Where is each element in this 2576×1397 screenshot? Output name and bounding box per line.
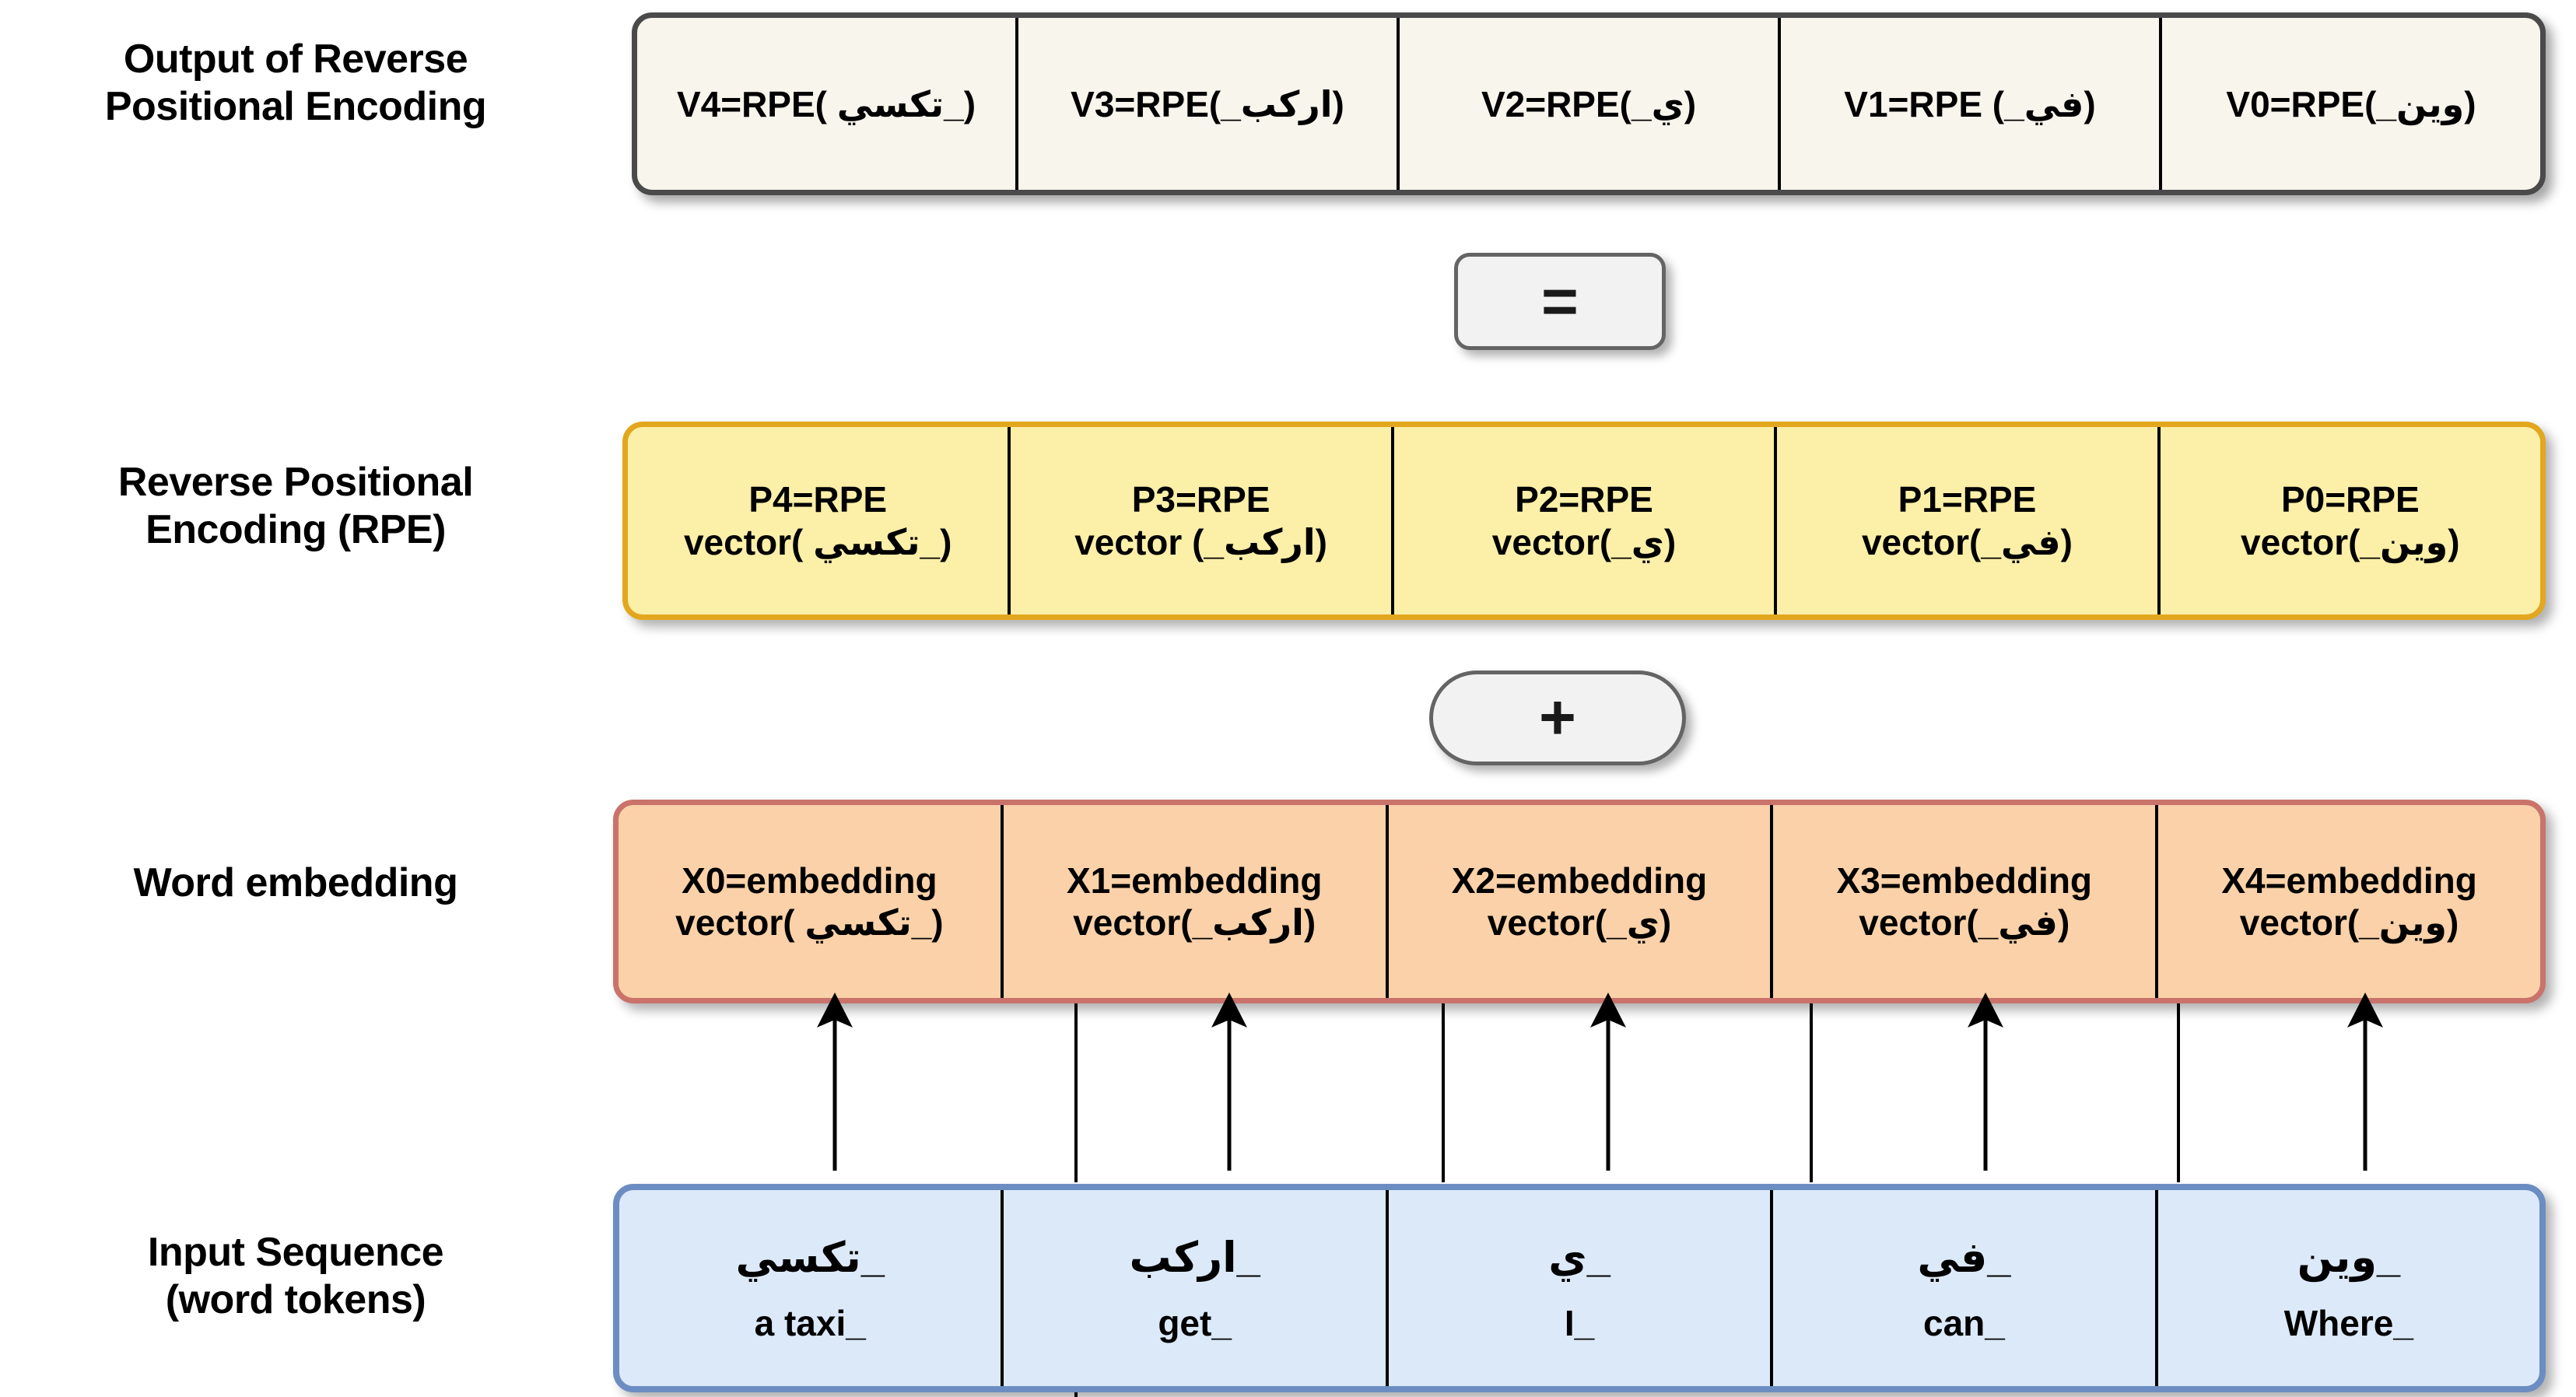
input-token-2[interactable]: ي_ I_ — [1385, 1190, 1770, 1386]
input-token-0[interactable]: تكسي_ a taxi_ — [619, 1190, 1001, 1386]
rpe-cell-p0-line2: vector(_وين) — [2241, 521, 2460, 562]
input-token-3[interactable]: في_ can_ — [1770, 1190, 2154, 1386]
embedding-cell-x2-line1: X2=embedding — [1451, 860, 1708, 901]
embedding-cell-x4[interactable]: X4=embedding vector(_وين) — [2155, 805, 2540, 998]
embedding-cell-x2[interactable]: X2=embedding vector(_ي) — [1385, 805, 1771, 998]
embedding-cell-x4-line2: vector(_وين) — [2239, 902, 2459, 943]
arrow-group — [817, 992, 2383, 1171]
rpe-cell-p0[interactable]: P0=RPE vector(_وين) — [2157, 427, 2540, 614]
output-cell-v0[interactable]: V0=RPE(_وين) — [2159, 18, 2540, 190]
rpe-cell-p2[interactable]: P2=RPE vector(_ي) — [1390, 427, 1774, 614]
row-label-embedding-line1: Word embedding — [133, 860, 458, 905]
embedding-cell-x1-line1: X1=embedding — [1066, 860, 1323, 901]
embedding-cell-x3[interactable]: X3=embedding vector(_في) — [1770, 805, 2155, 998]
input-token-3-arabic: في_ — [1917, 1234, 2011, 1281]
input-token-2-english: I_ — [1564, 1302, 1595, 1343]
output-cell-v2-text: V2=RPE(_ي) — [1481, 83, 1697, 124]
word-embedding-strip: X0=embedding vector( تكسي_) X1=embedding… — [613, 800, 2546, 1003]
input-token-1-arabic: اركب_ — [1129, 1234, 1260, 1281]
row-label-rpe-line2: Encoding (RPE) — [145, 507, 446, 553]
row-label-input-line1: Input Sequence — [147, 1230, 444, 1275]
rpe-cell-p3-line1: P3=RPE — [1131, 479, 1270, 520]
row-label-input-line2: (word tokens) — [165, 1277, 426, 1323]
input-token-0-english: a taxi_ — [754, 1302, 866, 1343]
embedding-cell-x3-line2: vector(_في) — [1859, 902, 2070, 943]
rpe-cell-p1-line1: P1=RPE — [1898, 479, 2037, 520]
row-label-rpe-line1: Reverse Positional — [117, 460, 474, 505]
rpe-cell-p1[interactable]: P1=RPE vector(_في) — [1774, 427, 2157, 614]
output-cell-v4[interactable]: V4=RPE( تكسي_) — [637, 18, 1015, 190]
rpe-cell-p3[interactable]: P3=RPE vector (_اركب) — [1008, 427, 1390, 614]
output-cell-v1-text: V1=RPE (_في) — [1844, 83, 2096, 124]
output-cell-v1[interactable]: V1=RPE (_في) — [1778, 18, 2159, 190]
input-token-0-arabic: تكسي_ — [735, 1234, 885, 1281]
embedding-cell-x1[interactable]: X1=embedding vector(_اركب) — [1000, 805, 1386, 998]
embedding-cell-x4-line1: X4=embedding — [2221, 860, 2477, 901]
row-label-rpe: Reverse Positional Encoding (RPE) — [0, 459, 591, 555]
input-token-1-english: get_ — [1158, 1302, 1232, 1343]
equals-operator-badge: = — [1454, 253, 1666, 350]
output-cell-v3[interactable]: V3=RPE(_اركب) — [1015, 18, 1397, 190]
rpe-cell-p0-line1: P0=RPE — [2280, 479, 2420, 520]
rpe-cell-p4-line1: P4=RPE — [748, 479, 888, 520]
input-token-4-arabic: وين_ — [2297, 1234, 2401, 1281]
rpe-cell-p2-line1: P2=RPE — [1515, 479, 1653, 520]
embedding-cell-x0[interactable]: X0=embedding vector( تكسي_) — [619, 805, 1001, 998]
output-cell-v4-text: V4=RPE( تكسي_) — [676, 83, 976, 124]
rpe-cell-p3-line2: vector (_اركب) — [1074, 521, 1327, 562]
input-token-4[interactable]: وين_ Where_ — [2154, 1190, 2539, 1386]
output-cell-v3-text: V3=RPE(_اركب) — [1071, 83, 1344, 124]
output-cell-v2[interactable]: V2=RPE(_ي) — [1397, 18, 1778, 190]
row-label-output-line1: Output of Reverse — [123, 37, 468, 82]
rpe-strip: P4=RPE vector( تكسي_) P3=RPE vector (_ار… — [622, 422, 2546, 620]
input-token-4-english: Where_ — [2283, 1302, 2413, 1343]
rpe-cell-p1-line2: vector(_في) — [1861, 521, 2073, 562]
embedding-cell-x1-line2: vector(_اركب) — [1073, 902, 1316, 943]
output-rpe-strip: V4=RPE( تكسي_) V3=RPE(_اركب) V2=RPE(_ي) … — [632, 12, 2546, 195]
input-token-3-english: can_ — [1922, 1302, 2005, 1343]
input-sequence-strip: تكسي_ a taxi_ اركب_ get_ ي_ I_ في_ can_ … — [613, 1184, 2546, 1392]
embedding-cell-x2-line2: vector(_ي) — [1487, 902, 1672, 943]
row-label-output: Output of Reverse Positional Encoding — [0, 36, 591, 131]
rpe-cell-p4[interactable]: P4=RPE vector( تكسي_) — [628, 427, 1008, 614]
rpe-cell-p2-line2: vector(_ي) — [1491, 521, 1677, 562]
row-label-input: Input Sequence (word tokens) — [0, 1229, 591, 1325]
input-token-2-arabic: ي_ — [1548, 1234, 1610, 1281]
embedding-cell-x3-line1: X3=embedding — [1836, 860, 2093, 901]
equals-symbol: = — [1541, 265, 1579, 337]
embedding-cell-x0-line1: X0=embedding — [682, 860, 938, 901]
input-token-1[interactable]: اركب_ get_ — [1001, 1190, 1385, 1386]
plus-operator-badge: + — [1429, 670, 1686, 765]
row-label-embedding: Word embedding — [0, 860, 591, 907]
plus-symbol: + — [1539, 682, 1576, 753]
row-label-output-line2: Positional Encoding — [104, 84, 487, 130]
output-cell-v0-text: V0=RPE(_وين) — [2226, 83, 2476, 124]
rpe-cell-p4-line2: vector( تكسي_) — [683, 521, 952, 562]
embedding-cell-x0-line2: vector( تكسي_) — [675, 902, 944, 943]
